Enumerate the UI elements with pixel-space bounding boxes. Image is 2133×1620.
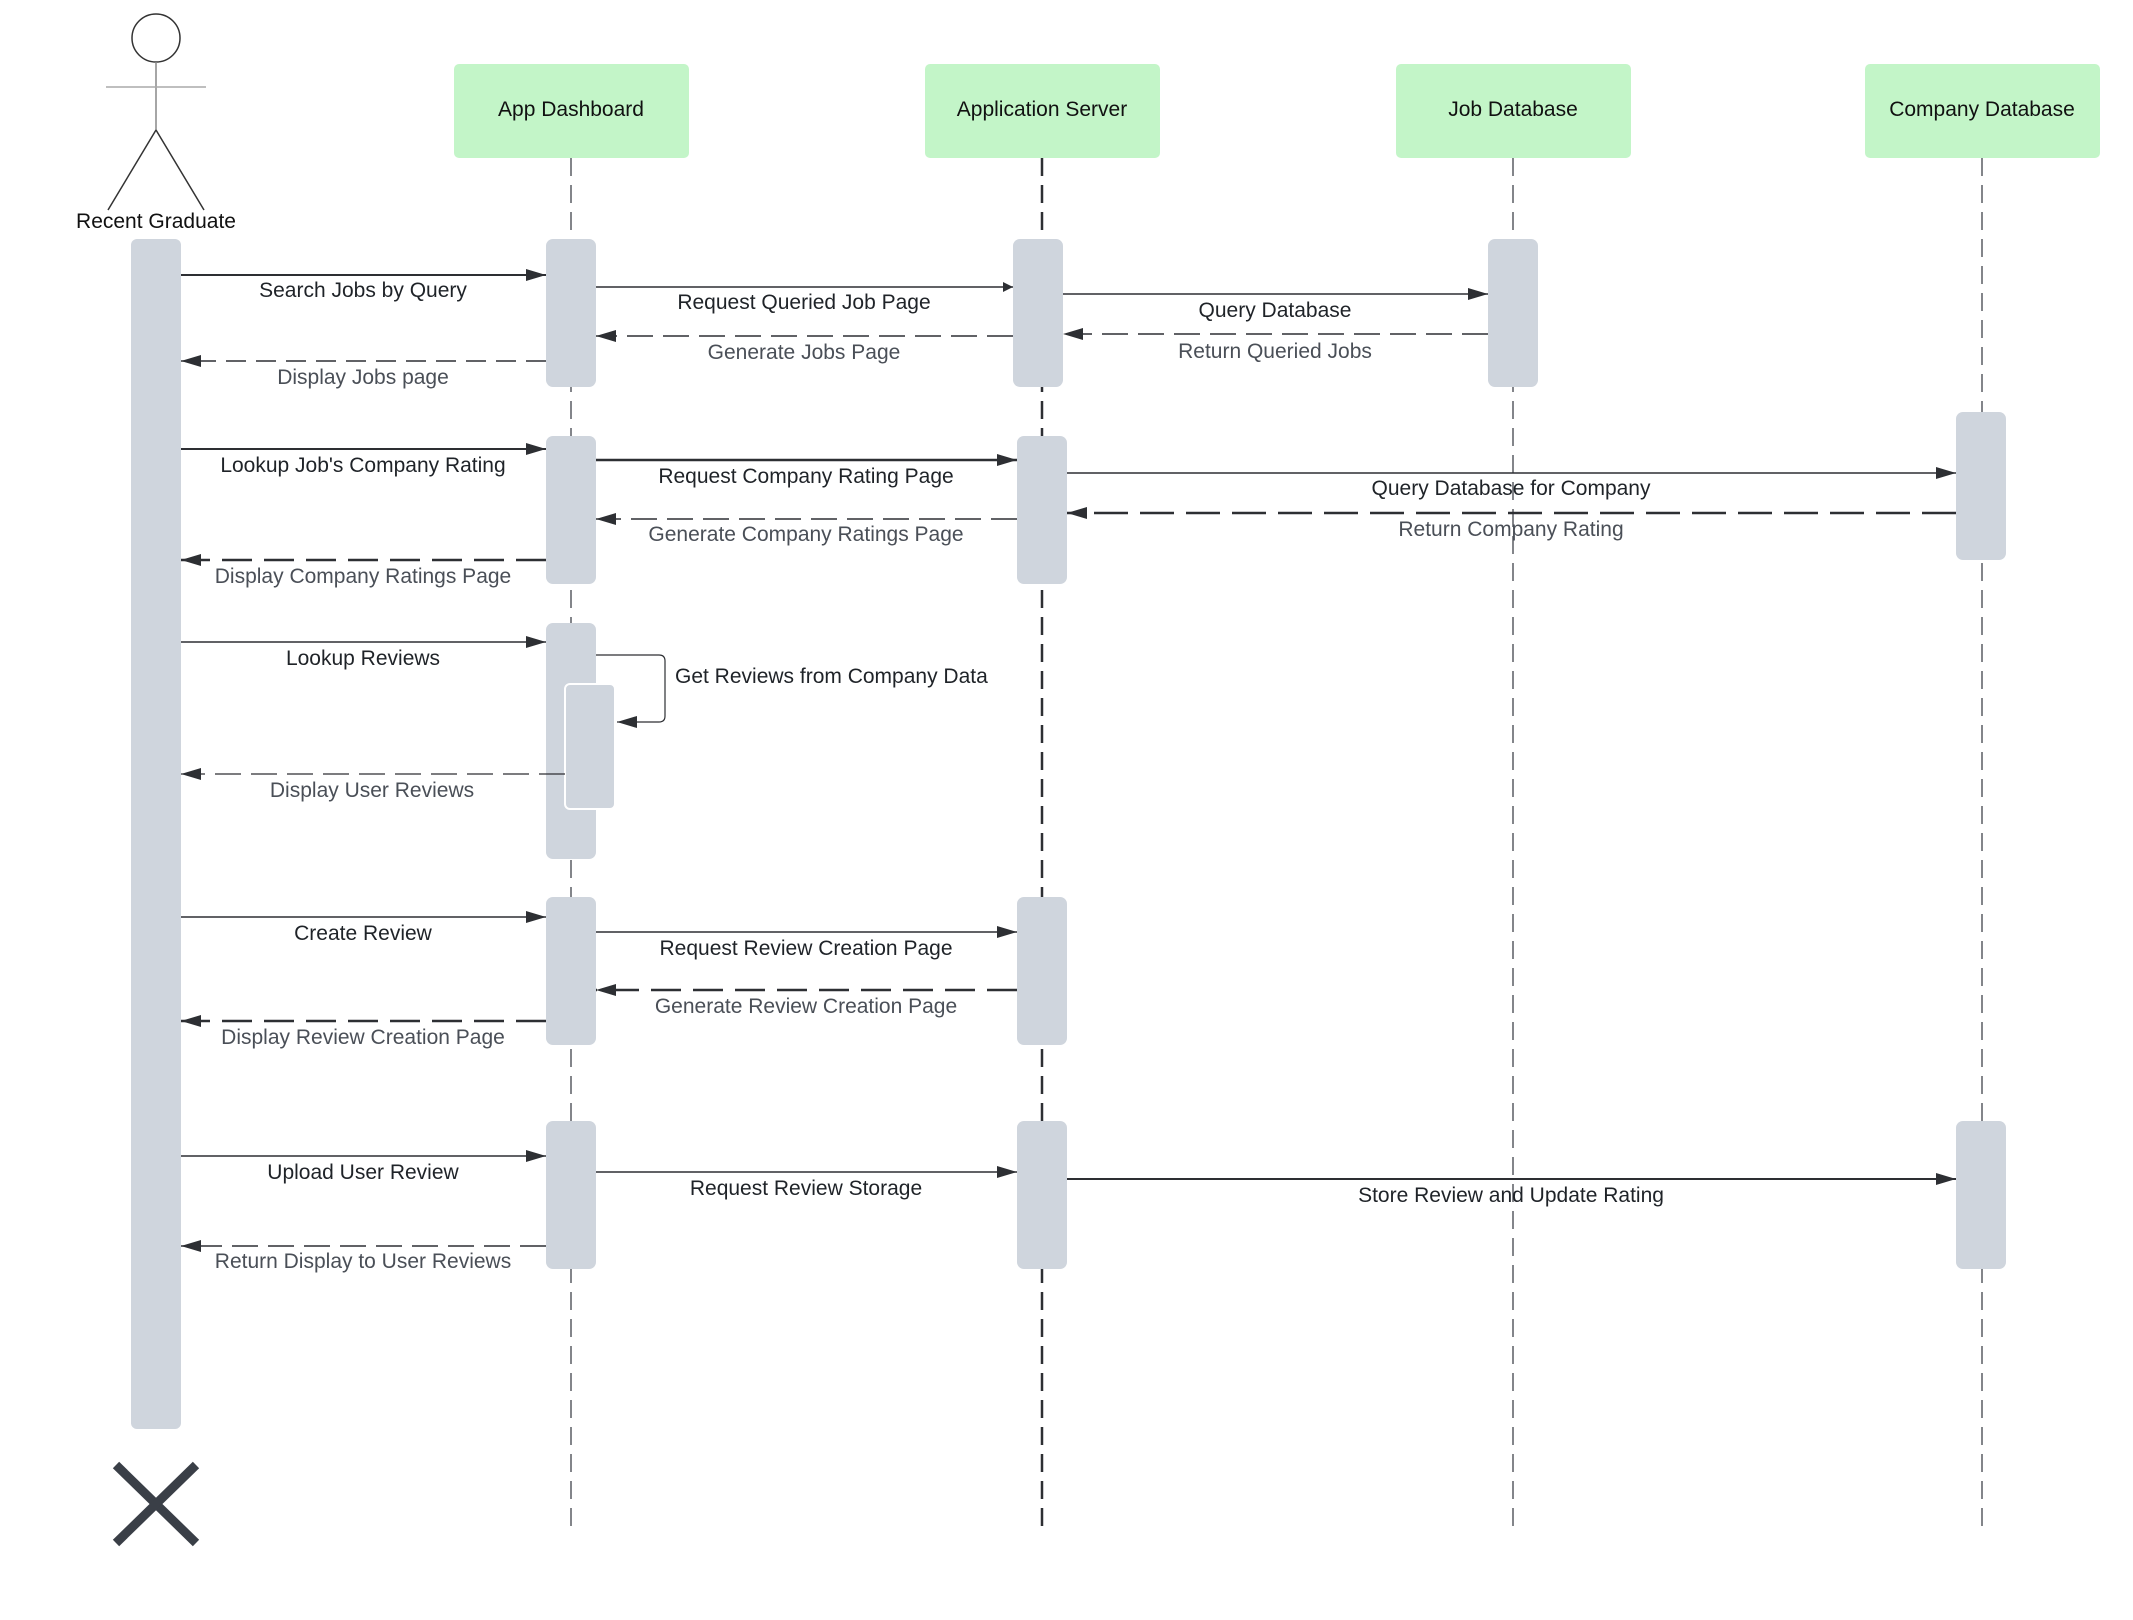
message-label: Request Review Creation Page	[660, 937, 953, 960]
message-label: Display Review Creation Page	[221, 1026, 505, 1049]
message-label: Search Jobs by Query	[259, 279, 467, 302]
participant-job-database: Job Database	[1396, 64, 1631, 158]
activation-dashboard-4	[546, 897, 596, 1045]
participant-box	[925, 64, 1160, 158]
participant-label: Job Database	[1448, 98, 1578, 121]
message-label: Lookup Job's Company Rating	[220, 454, 505, 477]
participant-app-dashboard: App Dashboard	[454, 64, 689, 158]
activation-dashboard-3-nested	[564, 683, 616, 810]
participant-box	[1396, 64, 1631, 158]
activation-server-2	[1017, 436, 1067, 584]
activation-server-3	[1017, 897, 1067, 1045]
activation-dashboard-1	[546, 239, 596, 387]
actor-label: Recent Graduate	[76, 210, 236, 233]
activation-jobdb-1	[1488, 239, 1538, 387]
participant-label: Company Database	[1889, 98, 2075, 121]
message-label: Request Queried Job Page	[677, 291, 930, 314]
actor-head	[131, 13, 181, 63]
activation-companydb-2	[1956, 1121, 2006, 1269]
message-label: Request Review Storage	[690, 1177, 922, 1200]
activation-server-4	[1017, 1121, 1067, 1269]
activation-dashboard-5	[546, 1121, 596, 1269]
message-label: Store Review and Update Rating	[1358, 1184, 1664, 1207]
message-label: Return Display to User Reviews	[215, 1250, 511, 1273]
participant-application-server: Application Server	[925, 64, 1160, 158]
participant-box	[1865, 64, 2100, 158]
actor-recent-graduate: Recent Graduate	[76, 13, 236, 233]
message-label: Generate Jobs Page	[708, 341, 901, 364]
actor-right-leg	[155, 129, 205, 211]
participant-label: Application Server	[957, 98, 1127, 121]
message-label: Lookup Reviews	[286, 647, 440, 670]
message-label: Query Database	[1199, 299, 1352, 322]
message-label: Get Reviews from Company Data	[675, 665, 988, 688]
activation-companydb-1	[1956, 412, 2006, 560]
message-label: Create Review	[294, 922, 433, 945]
message-label: Return Company Rating	[1398, 518, 1623, 541]
message-label: Query Database for Company	[1372, 477, 1651, 500]
message-label: Request Company Rating Page	[658, 465, 953, 488]
message-label: Generate Company Ratings Page	[648, 523, 963, 546]
message-label: Generate Review Creation Page	[655, 995, 957, 1018]
message-label: Display User Reviews	[270, 779, 474, 802]
activation-actor	[131, 239, 181, 1429]
message-label: Return Queried Jobs	[1178, 340, 1372, 363]
participant-company-database: Company Database	[1865, 64, 2100, 158]
activation-dashboard-2	[546, 436, 596, 584]
activation-server-1	[1013, 239, 1063, 387]
message-label: Display Jobs page	[277, 366, 449, 389]
message-label: Display Company Ratings Page	[215, 565, 511, 588]
actor-left-leg	[107, 129, 157, 211]
destroy-x-icon	[112, 1461, 200, 1547]
participant-box	[454, 64, 689, 158]
message-label: Upload User Review	[267, 1161, 459, 1184]
participant-label: App Dashboard	[498, 98, 644, 121]
self-message-arrow	[596, 654, 666, 728]
